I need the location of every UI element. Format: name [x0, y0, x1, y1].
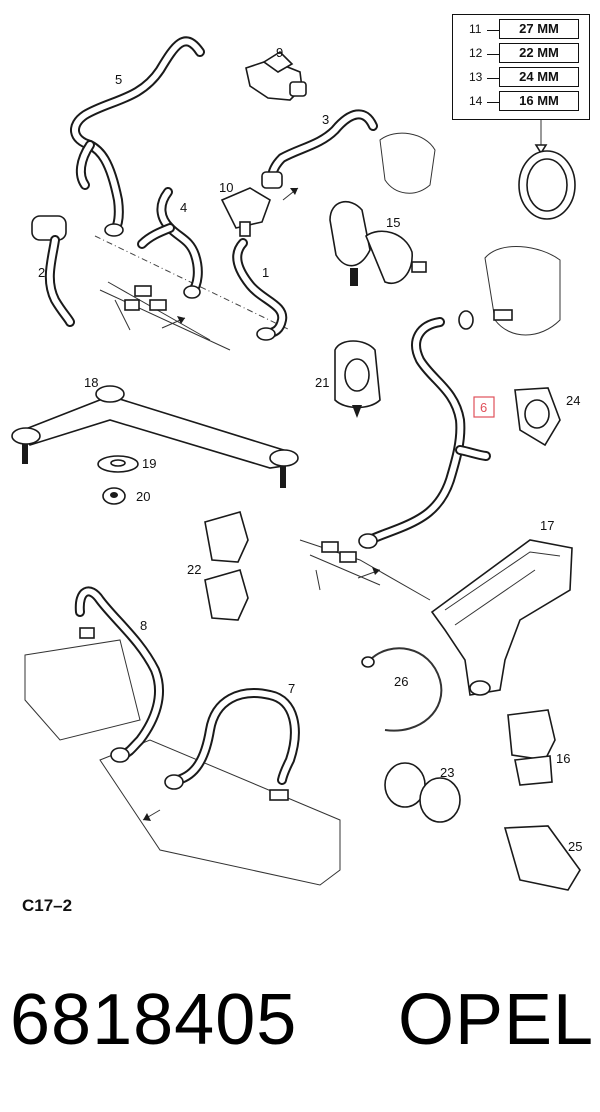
clamp-21 — [334, 340, 381, 418]
callout-20: 20 — [136, 489, 150, 504]
clamp-23 — [384, 762, 461, 823]
size-value: 27 MM — [499, 19, 579, 39]
callout-16: 16 — [556, 751, 570, 766]
leader-line — [487, 54, 499, 55]
leader-line — [487, 30, 499, 31]
callout-3: 3 — [322, 112, 329, 127]
connector-10 — [220, 187, 271, 237]
brand-name: OPEL — [398, 980, 595, 1060]
callout-22: 22 — [187, 562, 201, 577]
washer-19 — [97, 455, 139, 473]
size-value: 16 MM — [499, 91, 579, 111]
clip-24 — [514, 387, 561, 447]
size-callout: 11 — [469, 22, 482, 36]
size-callout: 12 — [469, 46, 483, 60]
clip-16 — [507, 709, 556, 786]
callout-15: 15 — [386, 215, 400, 230]
callout-26: 26 — [394, 674, 408, 689]
callout-21: 21 — [315, 375, 329, 390]
callout-17: 17 — [540, 518, 554, 533]
size-value: 24 MM — [499, 67, 579, 87]
engine-outline-middle — [299, 539, 431, 601]
size-value: 22 MM — [499, 43, 579, 63]
engine-outline-lower — [24, 627, 341, 886]
callout-2: 2 — [38, 265, 45, 280]
clamp-size-table: 11 27 MM 12 22 MM 13 24 MM 14 16 MM — [452, 14, 590, 120]
support-bar-18 — [11, 385, 299, 488]
callout-4: 4 — [180, 200, 187, 215]
direction-arrows — [142, 187, 381, 821]
hose-6 — [358, 317, 491, 549]
callout-7: 7 — [288, 681, 295, 696]
bracket-9 — [245, 50, 307, 101]
heat-shield-17 — [430, 539, 573, 696]
size-row: 11 27 MM — [453, 19, 589, 41]
clamp-bracket-15 — [329, 200, 427, 286]
hose-1 — [232, 238, 288, 341]
size-row: 13 24 MM — [453, 67, 589, 89]
hose-7 — [164, 688, 300, 790]
callout-9: 9 — [276, 45, 283, 60]
callout-10: 10 — [219, 180, 233, 195]
callout-8: 8 — [140, 618, 147, 633]
size-callout: 13 — [469, 70, 483, 84]
size-row: 14 16 MM — [453, 91, 589, 113]
clamp-band-26 — [361, 647, 443, 732]
callout-19: 19 — [142, 456, 156, 471]
leader-line — [487, 102, 499, 103]
leader-line — [487, 78, 499, 79]
hose-5 — [70, 36, 205, 237]
size-row: 12 22 MM — [453, 43, 589, 65]
clip-25 — [503, 825, 581, 891]
callout-6: 6 — [480, 400, 487, 415]
hose-8 — [74, 586, 164, 763]
diagram-code: C17–2 — [22, 896, 73, 915]
callout-5: 5 — [115, 72, 122, 87]
highlight-box-6 — [473, 396, 495, 418]
callout-1: 1 — [262, 265, 269, 280]
parts-diagram: 1 2 3 4 5 6 7 8 9 10 15 16 17 18 19 20 2… — [11, 36, 582, 891]
sensor-2 — [31, 215, 75, 327]
hose-4 — [137, 187, 203, 299]
engine-outline-right — [379, 132, 561, 336]
clamp-11-14 — [518, 120, 576, 220]
clip-22 — [204, 511, 249, 621]
part-number: 6818405 — [10, 980, 298, 1060]
callout-23: 23 — [440, 765, 454, 780]
nut-20 — [102, 487, 126, 505]
size-callout: 14 — [469, 94, 483, 108]
callout-24: 24 — [566, 393, 580, 408]
callout-18: 18 — [84, 375, 98, 390]
callout-25: 25 — [568, 839, 582, 854]
hose-3 — [261, 109, 378, 189]
